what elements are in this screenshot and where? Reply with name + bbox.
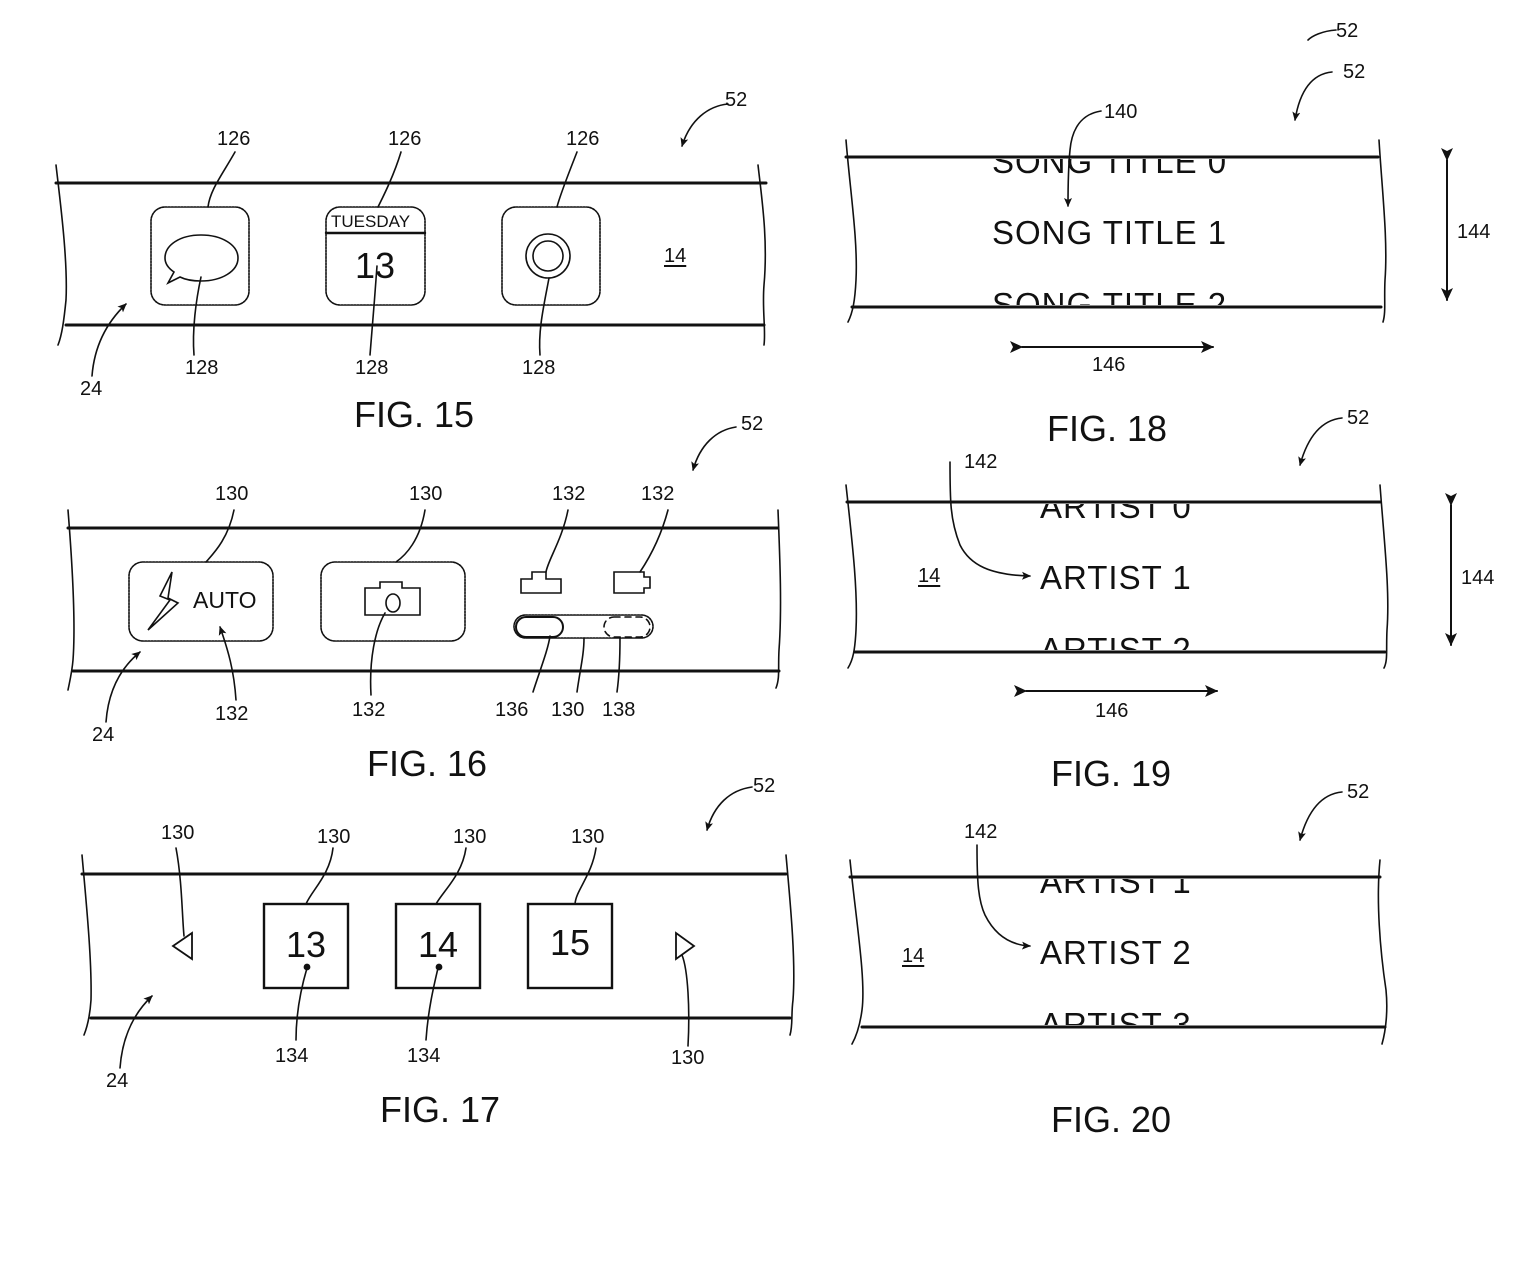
ref-item-142: 142 bbox=[964, 451, 998, 473]
figure-caption: FIG. 20 bbox=[1051, 1099, 1172, 1140]
flash-mode-button bbox=[128, 561, 274, 642]
fig15-band bbox=[54, 164, 768, 346]
date-13-label: 13 bbox=[286, 924, 327, 965]
ref-element-132: 132 bbox=[352, 699, 386, 721]
song-title-item[interactable]: SONG TITLE 0 bbox=[992, 159, 1228, 180]
ref-surface-14: 14 bbox=[902, 945, 925, 967]
ref-device-52: 52 bbox=[1347, 407, 1370, 429]
video-camera-mode-icon bbox=[613, 571, 651, 594]
ref-tile-130: 130 bbox=[571, 826, 605, 848]
artist-item-selected[interactable]: ARTIST 2 bbox=[1040, 934, 1192, 971]
fig16-band bbox=[66, 509, 782, 691]
song-title-item-selected[interactable]: SONG TITLE 1 bbox=[992, 214, 1228, 251]
ref-device-52: 52 bbox=[753, 775, 776, 797]
camera-app-icon bbox=[501, 206, 601, 306]
camera-icon bbox=[364, 581, 421, 616]
ref-dot-134: 134 bbox=[407, 1045, 441, 1067]
next-arrow-icon bbox=[675, 931, 696, 961]
mode-slider-knob bbox=[515, 616, 564, 638]
fig17-band bbox=[80, 854, 795, 1036]
ref-element-132: 132 bbox=[215, 703, 249, 725]
shutter-outer-ring-icon bbox=[525, 233, 571, 279]
artist-item-selected[interactable]: ARTIST 1 bbox=[1040, 559, 1192, 596]
ref-tile-130: 130 bbox=[453, 826, 487, 848]
ref-device-52: 52 bbox=[1347, 781, 1370, 803]
calendar-day-label: TUESDAY bbox=[331, 212, 411, 231]
figure-caption: FIG. 15 bbox=[354, 394, 475, 435]
ref-arrow-130: 130 bbox=[671, 1047, 705, 1069]
ref-display-24: 24 bbox=[106, 1070, 129, 1092]
artist-list-viewport: ARTIST 1 ARTIST 2 ARTIST 3 bbox=[900, 879, 1340, 1025]
ref-region-130: 130 bbox=[215, 483, 249, 505]
ref-item-140: 140 bbox=[1104, 101, 1138, 123]
ref-slider-130: 130 bbox=[551, 699, 585, 721]
date-15-label: 15 bbox=[550, 922, 591, 963]
lightning-bolt-icon bbox=[147, 571, 180, 631]
ref-region-130: 130 bbox=[409, 483, 443, 505]
artist-list-viewport: ARTIST 0 ARTIST 1 ARTIST 2 bbox=[900, 504, 1340, 650]
ref-dot-134: 134 bbox=[275, 1045, 309, 1067]
ref-device-52: 52 bbox=[741, 413, 764, 435]
artist-item[interactable]: ARTIST 0 bbox=[1040, 504, 1192, 525]
mode-slider-track bbox=[513, 614, 654, 639]
ref-element-128: 128 bbox=[185, 357, 219, 379]
calendar-date-label: 13 bbox=[355, 245, 396, 286]
ref-mode-icon-132: 132 bbox=[552, 483, 586, 505]
ref-arrow-130: 130 bbox=[161, 822, 195, 844]
song-list-viewport: SONG TITLE 0 SONG TITLE 1 SONG TITLE 2 bbox=[900, 159, 1340, 305]
ref-device-52: 52 bbox=[725, 89, 748, 111]
fig18-band bbox=[844, 139, 1387, 323]
ref-device-52: 52 bbox=[1343, 61, 1366, 83]
ref-device-52: 52 bbox=[1336, 20, 1359, 42]
ref-surface-14: 14 bbox=[664, 245, 687, 267]
artist-item[interactable]: ARTIST 3 bbox=[1040, 1006, 1192, 1025]
shutter-inner-ring-icon bbox=[532, 240, 564, 272]
ref-display-24: 24 bbox=[92, 724, 115, 746]
ref-slider-136: 136 bbox=[495, 699, 529, 721]
figure-caption: FIG. 18 bbox=[1047, 408, 1168, 449]
fig20-band bbox=[848, 859, 1388, 1045]
figure-caption: FIG. 16 bbox=[367, 743, 488, 784]
date-tile-14 bbox=[394, 902, 482, 990]
ref-vertical-144: 144 bbox=[1457, 221, 1491, 243]
previous-arrow-icon bbox=[171, 931, 193, 961]
ref-icon-126: 126 bbox=[566, 128, 600, 150]
ref-icon-126: 126 bbox=[217, 128, 251, 150]
ref-surface-14: 14 bbox=[918, 565, 941, 587]
ref-display-24: 24 bbox=[80, 378, 103, 400]
song-title-item[interactable]: SONG TITLE 2 bbox=[992, 286, 1228, 305]
ref-horizontal-146: 146 bbox=[1095, 700, 1129, 722]
ref-slider-138: 138 bbox=[602, 699, 636, 721]
date-tile-15 bbox=[526, 902, 614, 990]
ref-element-128: 128 bbox=[355, 357, 389, 379]
flash-auto-label: AUTO bbox=[193, 587, 257, 613]
figure-caption: FIG. 19 bbox=[1051, 753, 1172, 794]
ref-horizontal-146: 146 bbox=[1092, 354, 1126, 376]
artist-item[interactable]: ARTIST 1 bbox=[1040, 879, 1192, 900]
ref-element-128: 128 bbox=[522, 357, 556, 379]
ref-item-142: 142 bbox=[964, 821, 998, 843]
ref-tile-130: 130 bbox=[317, 826, 351, 848]
still-camera-mode-icon bbox=[520, 571, 562, 594]
ref-mode-icon-132: 132 bbox=[641, 483, 675, 505]
fig19-band bbox=[845, 484, 1389, 669]
shutter-button bbox=[320, 561, 466, 642]
date-14-label: 14 bbox=[418, 924, 459, 965]
ref-vertical-144: 144 bbox=[1461, 567, 1495, 589]
message-bubble-icon bbox=[164, 234, 239, 285]
calendar-app-icon bbox=[325, 206, 426, 306]
figure-caption: FIG. 17 bbox=[380, 1089, 501, 1130]
ref-icon-126: 126 bbox=[388, 128, 422, 150]
artist-item[interactable]: ARTIST 2 bbox=[1040, 631, 1192, 650]
mode-slider-alt-position bbox=[603, 616, 651, 638]
message-app-icon bbox=[150, 206, 250, 306]
